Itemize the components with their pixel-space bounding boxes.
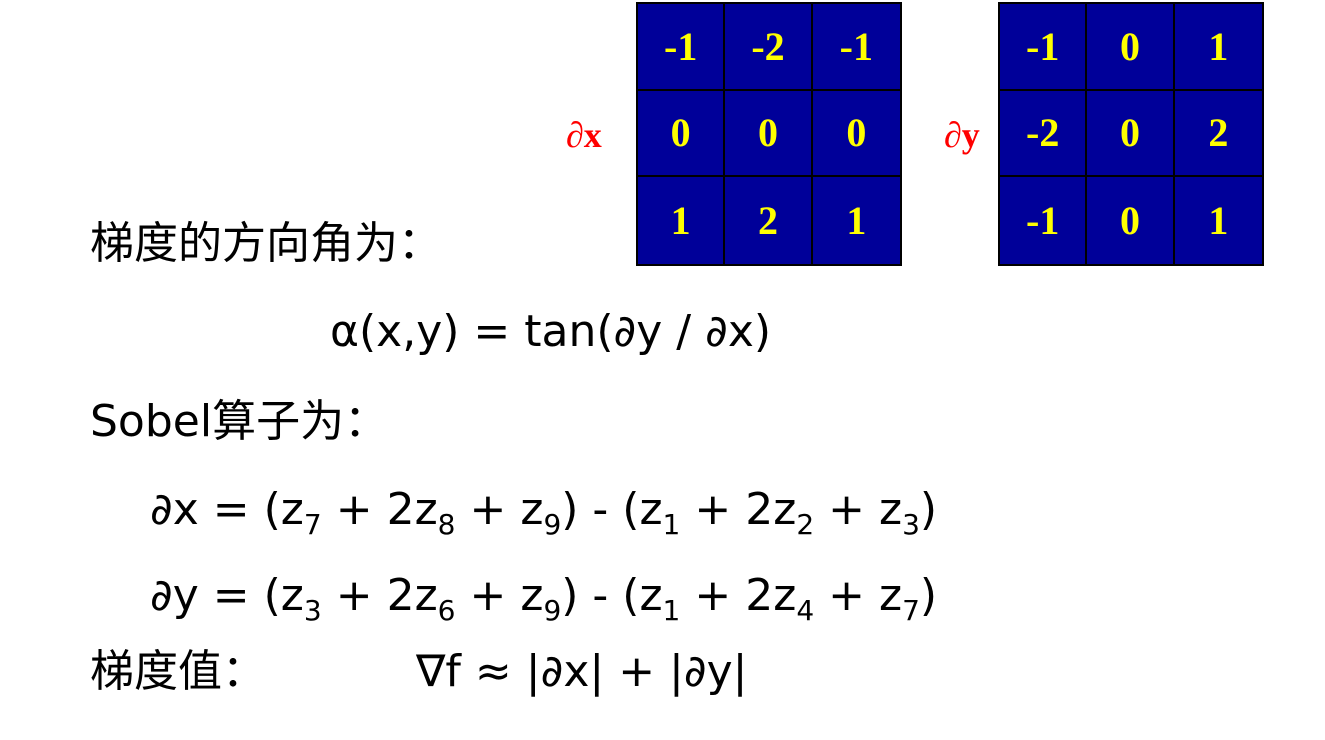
formula-text: + z <box>814 484 903 535</box>
formula-text: + z <box>455 484 544 535</box>
subscript: 3 <box>902 508 920 541</box>
formula-text: + 2z <box>321 484 438 535</box>
formula-text: ) - (z <box>561 484 663 535</box>
matrix-cell: -1 <box>812 4 900 91</box>
formula-text: + 2z <box>321 570 438 621</box>
matrix-cell: 1 <box>846 198 867 244</box>
subscript: 2 <box>796 508 815 541</box>
matrix-cell: 2 <box>725 177 813 264</box>
formula-text: ∂x = (z <box>150 484 304 535</box>
matrix-cell: 2 <box>1174 91 1262 178</box>
matrix-cell: 0 <box>812 91 900 178</box>
formula-text: ) - (z <box>561 570 663 621</box>
subscript: 9 <box>543 594 562 627</box>
sobel-heading: Sobel算子为： <box>90 396 389 447</box>
matrix-cell: -2 <box>1000 90 1088 178</box>
matrix-cell: 0 <box>1087 90 1175 178</box>
gy-formula: ∂y = (z3 + 2z6 + z9) - (z1 + 2z4 + z7) <box>150 574 937 625</box>
matrix-cell: -1 <box>638 4 726 91</box>
matrix-y-label: ∂y <box>944 115 980 155</box>
matrix-cell: -2 <box>725 4 813 91</box>
formula-text: + z <box>814 570 903 621</box>
subscript: 1 <box>662 594 681 627</box>
subscript: 6 <box>437 594 456 627</box>
subscript: 3 <box>303 594 322 627</box>
matrix-cell: -1 <box>1000 4 1088 91</box>
alpha-formula: α(x,y) = tan(∂y / ∂x) <box>330 306 772 357</box>
gradient-formula: ∇f ≈ |∂x| + |∂y| <box>416 646 748 697</box>
direction-heading: 梯度的方向角为： <box>90 218 442 269</box>
subscript: 9 <box>543 508 562 541</box>
formula-text: + 2z <box>680 570 797 621</box>
gradient-heading: 梯度值： <box>90 646 266 697</box>
matrix-y: -1 0 1 -2 0 2 -1 0 1 <box>998 2 1264 266</box>
formula-text: ) <box>919 570 938 621</box>
subscript: 7 <box>303 508 322 541</box>
matrix-cell: 1 <box>1208 198 1229 244</box>
matrix-cell: 1 <box>1174 4 1262 91</box>
formula-text: + z <box>455 570 544 621</box>
subscript: 8 <box>437 508 456 541</box>
formula-text: ∂y = (z <box>150 570 304 621</box>
matrix-x-label: ∂x <box>566 115 602 155</box>
matrix-cell: 0 <box>1087 177 1175 264</box>
matrix-cell: -1 <box>1000 177 1088 264</box>
matrix-x: -1 -2 -1 0 0 0 1 2 1 <box>636 2 902 266</box>
formula-text: ) <box>919 484 938 535</box>
matrix-cell: 1 <box>638 177 726 264</box>
matrix-cell: 0 <box>725 90 813 178</box>
subscript: 1 <box>662 508 681 541</box>
gx-formula: ∂x = (z7 + 2z8 + z9) - (z1 + 2z2 + z3) <box>150 488 937 539</box>
subscript: 7 <box>902 594 920 627</box>
matrix-cell: 0 <box>638 90 726 178</box>
subscript: 4 <box>796 594 815 627</box>
formula-text: + 2z <box>680 484 797 535</box>
matrix-cell: 0 <box>1087 4 1175 91</box>
